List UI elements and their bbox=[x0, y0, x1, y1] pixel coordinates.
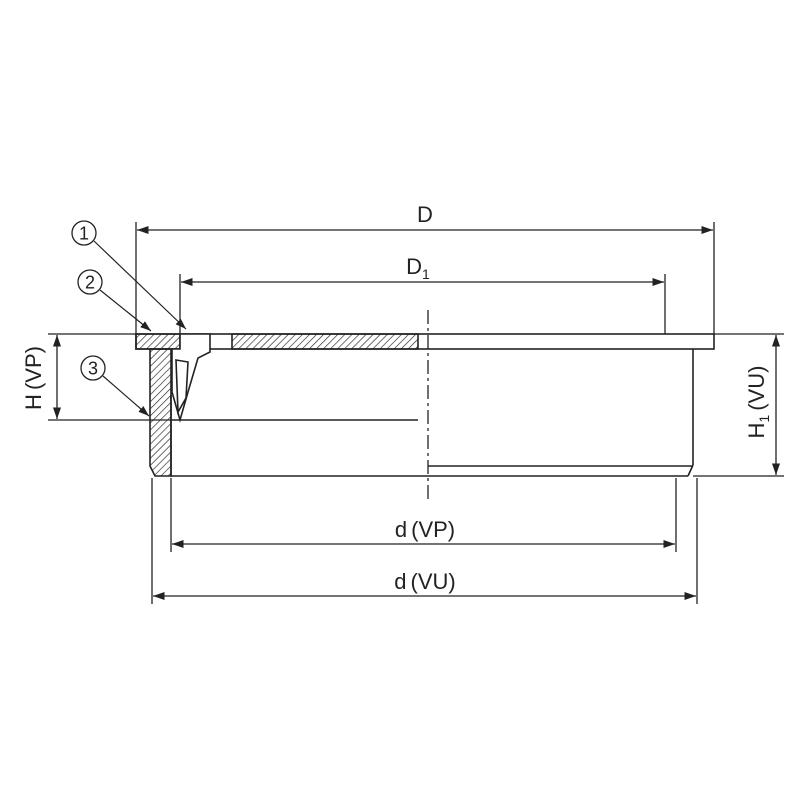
callout-3-number: 3 bbox=[88, 359, 98, 379]
dimension-lines bbox=[48, 222, 784, 604]
flange-section bbox=[231, 333, 419, 350]
callout-3-circle bbox=[80, 355, 106, 381]
label-d-vp: d(VP) bbox=[395, 517, 455, 542]
label-D: D bbox=[417, 202, 433, 227]
top-flange bbox=[135, 333, 715, 350]
left-wall-section bbox=[149, 348, 172, 477]
callout-1: 1 bbox=[71, 220, 187, 330]
cap-body bbox=[135, 333, 715, 477]
label-d-vp-letter: d bbox=[395, 517, 407, 542]
callout-1-number: 1 bbox=[79, 224, 89, 244]
label-H-vp: H (VP) bbox=[21, 346, 46, 410]
bottom-chamfer bbox=[687, 464, 694, 477]
callout-3: 3 bbox=[80, 355, 150, 417]
label-H1-qualifier: (VU) bbox=[744, 366, 769, 411]
label-D1-sub: 1 bbox=[422, 266, 430, 282]
label-d-vu-letter: d bbox=[394, 569, 406, 594]
label-d-vp-qualifier: (VP) bbox=[411, 517, 455, 542]
label-H1-sub: 1 bbox=[756, 415, 772, 423]
label-H-qualifier: (VP) bbox=[21, 346, 46, 390]
callout-1-leader bbox=[93, 240, 187, 330]
label-D1-letter: D bbox=[406, 254, 422, 279]
label-d-vu: d(VU) bbox=[394, 569, 455, 594]
callout-2-number: 2 bbox=[85, 273, 95, 293]
callout-3-leader bbox=[102, 375, 150, 417]
label-H1-letter: H bbox=[744, 423, 769, 439]
label-D1: D1 bbox=[406, 254, 430, 282]
callout-1-circle bbox=[71, 220, 97, 246]
label-H1-vu: H1 (VU) bbox=[744, 366, 772, 439]
callouts: 1 2 3 bbox=[71, 220, 187, 417]
callout-2-leader bbox=[99, 289, 152, 332]
flange-left-section bbox=[135, 333, 181, 350]
label-d-vu-qualifier: (VU) bbox=[411, 569, 456, 594]
hatched-sections bbox=[135, 333, 419, 477]
seal-lip bbox=[175, 359, 189, 415]
label-H-letter: H bbox=[21, 394, 46, 410]
callout-2: 2 bbox=[77, 269, 152, 332]
callout-2-circle bbox=[77, 269, 103, 295]
